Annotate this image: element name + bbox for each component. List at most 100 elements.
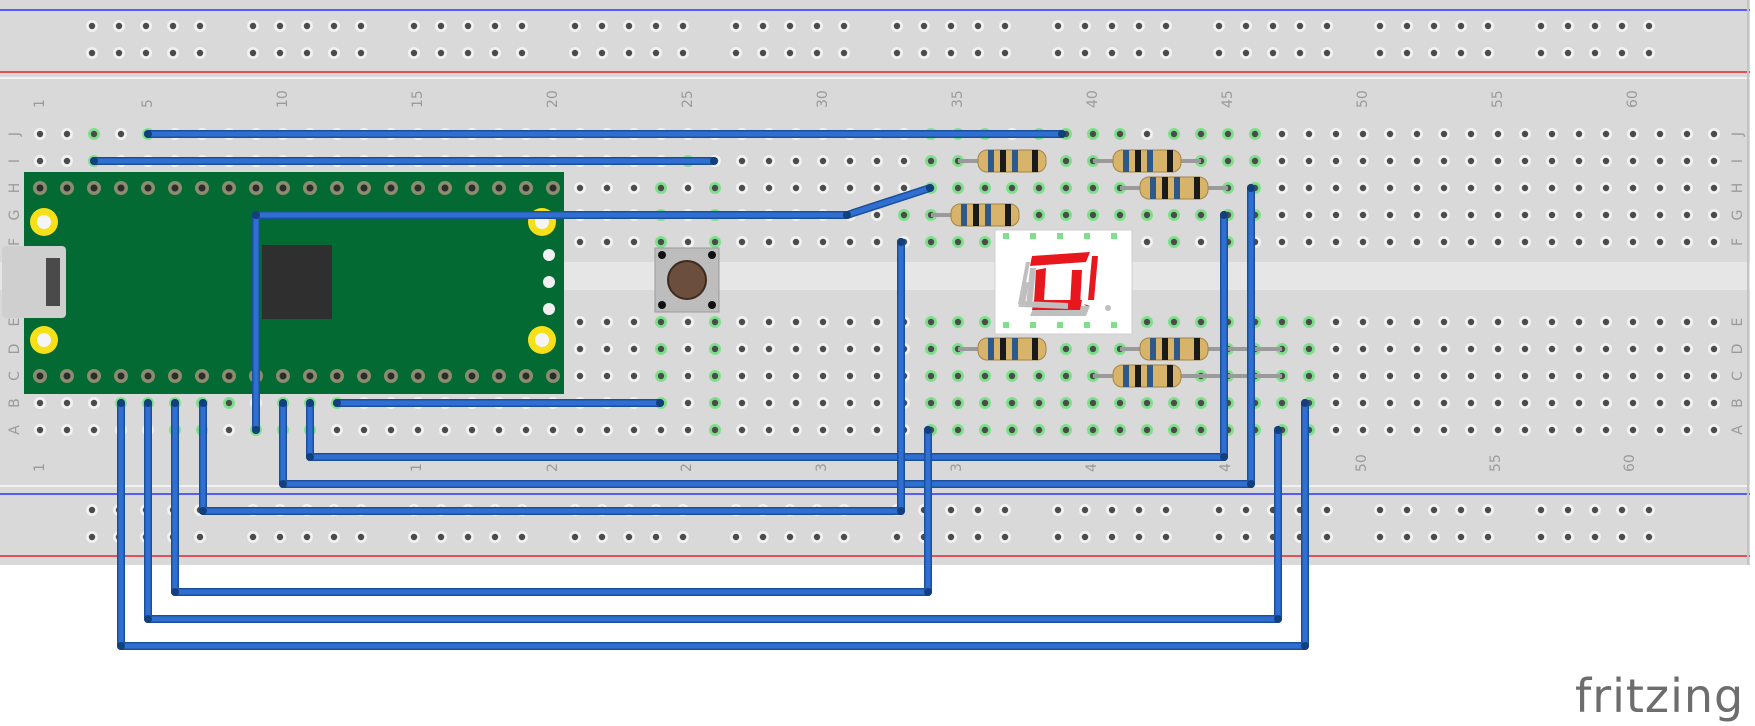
column-number-label: 3 [949, 463, 965, 472]
hole [1494, 372, 1502, 380]
hole [765, 399, 773, 407]
hole [1170, 238, 1178, 246]
hole [1197, 211, 1205, 219]
rail-hole [491, 533, 499, 541]
wire-end [1301, 399, 1309, 407]
hole [711, 426, 719, 434]
mounting-hole [37, 333, 51, 347]
hole [738, 399, 746, 407]
board-pin-hole [495, 184, 503, 192]
rail-hole [1484, 49, 1492, 57]
hole [1548, 130, 1556, 138]
board-pin-hole [279, 372, 287, 380]
segment-right [1070, 270, 1082, 306]
hole [1710, 399, 1718, 407]
hole [1170, 399, 1178, 407]
jumper-wire [280, 185, 1254, 487]
wire-end [1274, 426, 1282, 434]
hole [1629, 399, 1637, 407]
hole [819, 399, 827, 407]
hole [1629, 130, 1637, 138]
hole [1359, 318, 1367, 326]
hole [1332, 184, 1340, 192]
rail-hole [974, 22, 982, 30]
wire-end [897, 507, 905, 515]
hole [1629, 318, 1637, 326]
hole [1629, 184, 1637, 192]
hole [1575, 426, 1583, 434]
rail-hole [1162, 22, 1170, 30]
resistor-band [988, 338, 994, 360]
hole [1008, 184, 1016, 192]
hole [1548, 426, 1556, 434]
row-letter-label: I [1730, 159, 1746, 163]
hole [1467, 318, 1475, 326]
hole [36, 130, 44, 138]
rail-hole [303, 22, 311, 30]
wire-end [306, 453, 314, 461]
rail-hole [947, 22, 955, 30]
hole [1197, 318, 1205, 326]
hole [468, 426, 476, 434]
resistor-band [1167, 365, 1173, 387]
hole [954, 318, 962, 326]
hole [684, 426, 692, 434]
hole [1062, 426, 1070, 434]
hole [1413, 211, 1421, 219]
rail-hole [732, 49, 740, 57]
hole [1035, 426, 1043, 434]
rail-hole [1430, 49, 1438, 57]
board-pin-hole [441, 184, 449, 192]
rail-hole [840, 49, 848, 57]
board-pin-hole [387, 184, 395, 192]
rail-hole [1135, 22, 1143, 30]
rail-hole [1564, 22, 1572, 30]
display-pin [1084, 322, 1090, 328]
rail-hole [813, 49, 821, 57]
hole [1413, 426, 1421, 434]
hole [765, 184, 773, 192]
row-letter-label: J [1730, 132, 1746, 137]
hole [1197, 238, 1205, 246]
hole [819, 372, 827, 380]
column-number-label: 3 [814, 463, 830, 472]
rail-hole [1403, 49, 1411, 57]
hole [1602, 318, 1610, 326]
hole [36, 157, 44, 165]
row-letter-label: C [1730, 371, 1746, 381]
hole [63, 426, 71, 434]
seven-segment-display [994, 229, 1133, 335]
rail-hole [357, 49, 365, 57]
rail-hole [1162, 506, 1170, 514]
rail-hole [169, 49, 177, 57]
hole [1035, 211, 1043, 219]
row-letter-label: G [7, 210, 23, 221]
hole [765, 238, 773, 246]
board-pin-hole [144, 372, 152, 380]
rail-hole [920, 22, 928, 30]
rail-hole [1430, 506, 1438, 514]
hole [1629, 238, 1637, 246]
hole [1413, 399, 1421, 407]
hole [1413, 345, 1421, 353]
column-number-label: 40 [1085, 90, 1101, 108]
board-pin-hole [225, 184, 233, 192]
rail-hole [1001, 533, 1009, 541]
hole [1683, 238, 1691, 246]
hole [1116, 426, 1124, 434]
hole [1629, 157, 1637, 165]
hole [1683, 345, 1691, 353]
hole [765, 372, 773, 380]
hole [1359, 426, 1367, 434]
rail-hole [1537, 22, 1545, 30]
row-letter-label: B [7, 398, 23, 408]
hole [1440, 184, 1448, 192]
row-letter-label: E [1730, 318, 1746, 327]
rail-hole [464, 22, 472, 30]
hole [576, 238, 584, 246]
wire-end [1247, 184, 1255, 192]
row-letter-label: F [7, 238, 23, 246]
hole [738, 426, 746, 434]
hole [603, 184, 611, 192]
hole [1386, 130, 1394, 138]
